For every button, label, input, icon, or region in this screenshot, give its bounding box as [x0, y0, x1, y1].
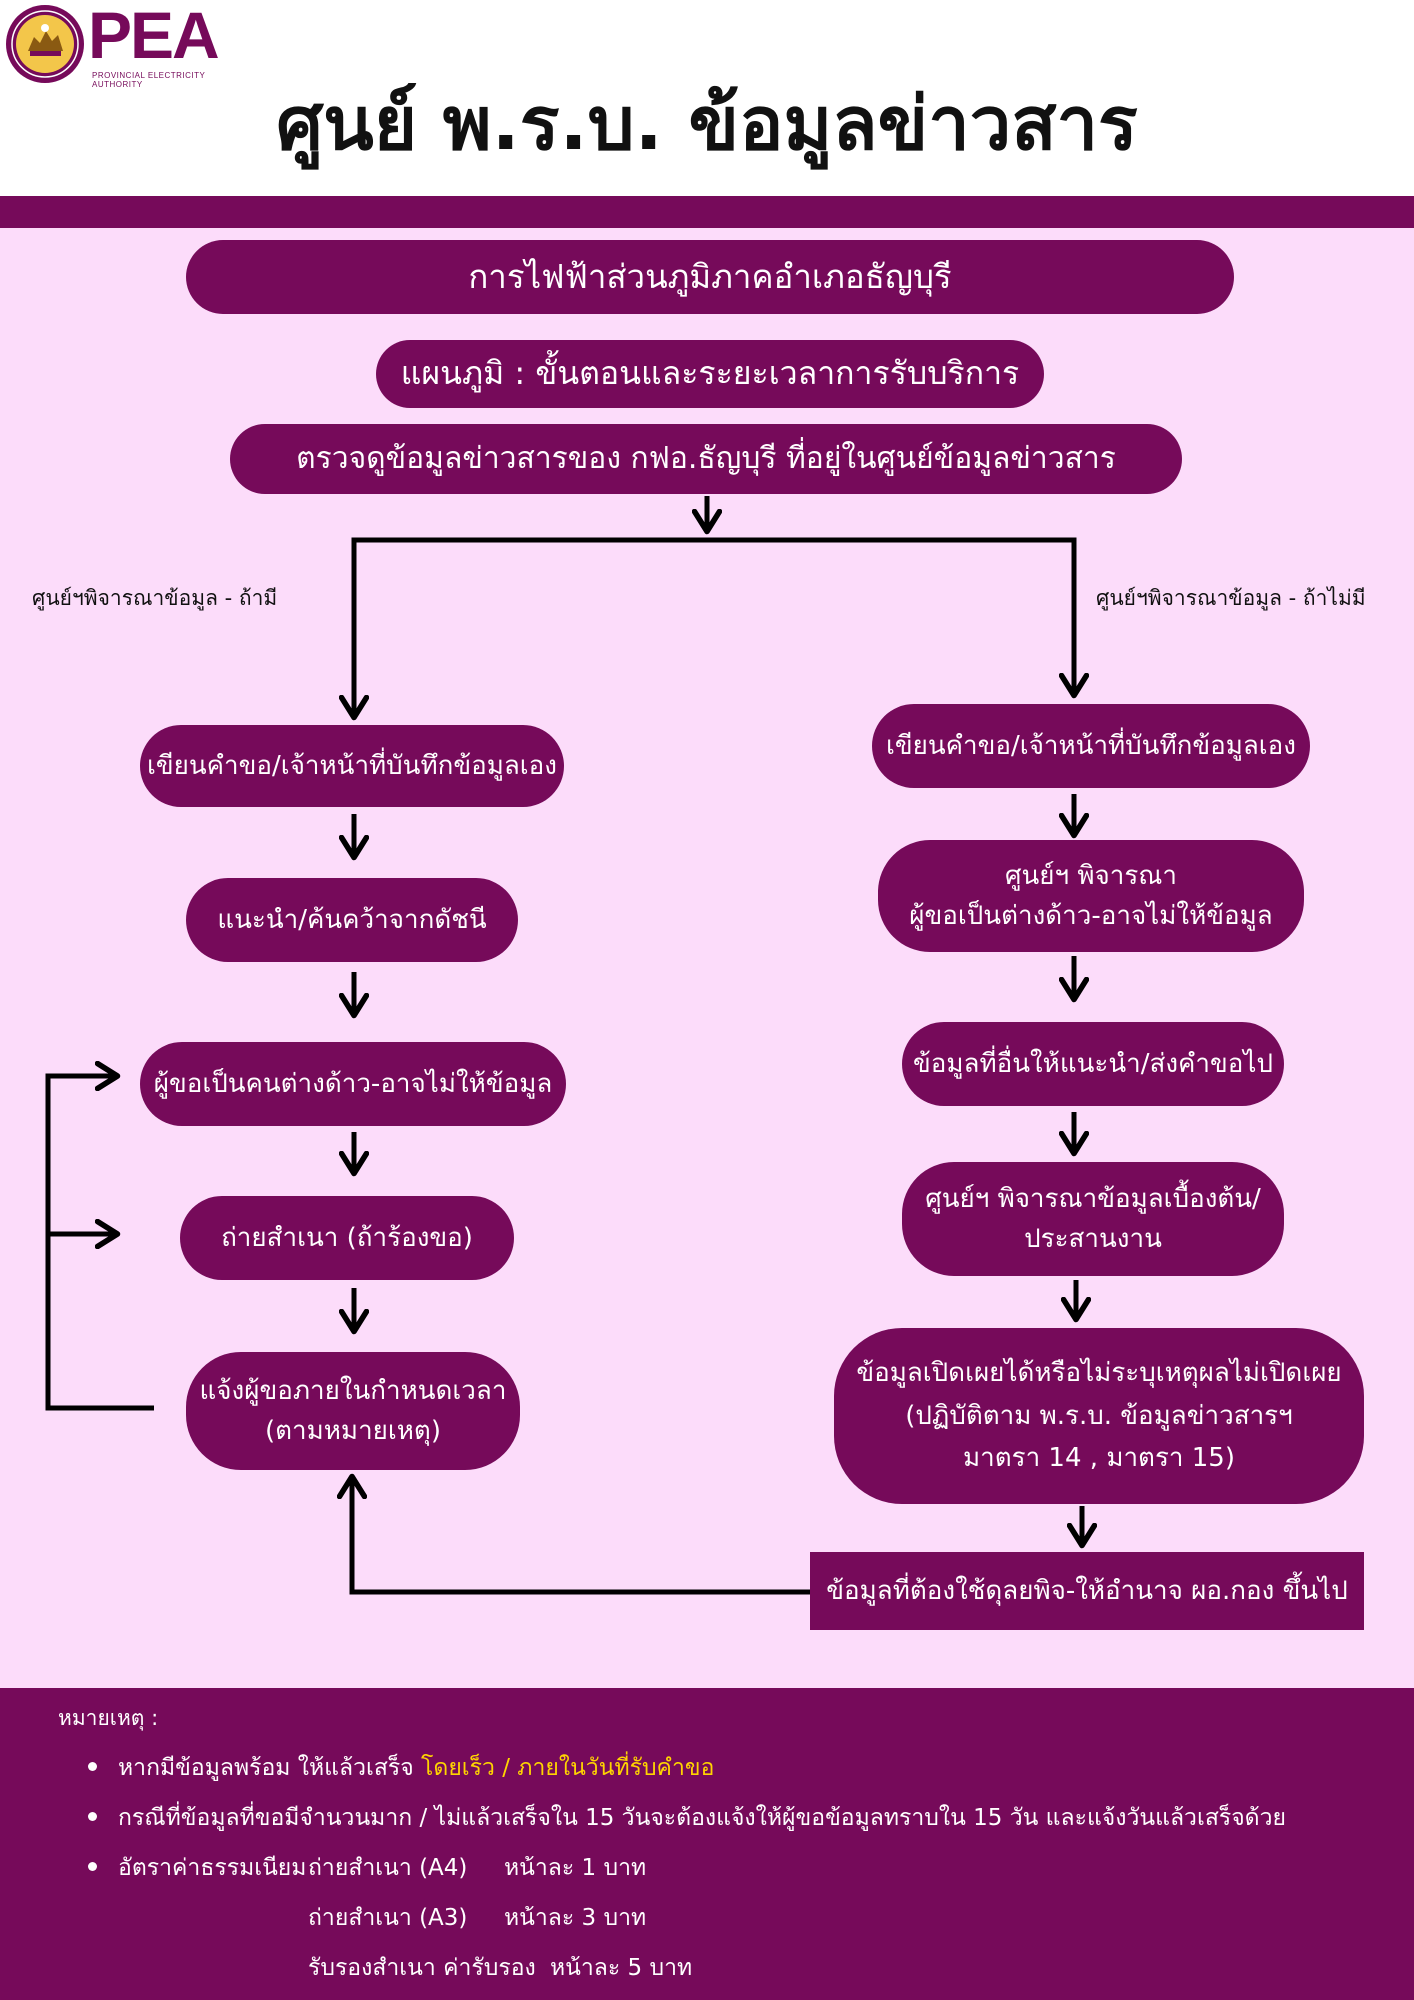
- left-step-copy-text: ถ่ายสำเนา (ถ้าร้องขอ): [221, 1222, 473, 1253]
- right-step-write-text: เขียนคำขอ/เจ้าหน้าที่บันทึกข้อมูลเอง: [886, 730, 1296, 761]
- fee-a3-label: ถ่ายสำเนา (A3): [308, 1905, 468, 1931]
- left-step-write: เขียนคำขอ/เจ้าหน้าที่บันทึกข้อมูลเอง: [140, 725, 564, 807]
- fee-a4-label: ถ่ายสำเนา (A4): [308, 1855, 468, 1881]
- notes-panel: [0, 1688, 1414, 2000]
- chart-subtitle-text: แผนภูมิ : ขั้นตอนและระยะเวลาการรับบริการ: [400, 354, 1020, 393]
- note-item-1: หากมีข้อมูลพร้อม ให้แล้วเสร็จ โดยเร็ว / …: [118, 1750, 714, 1786]
- right-step-preliminary: ศูนย์ฯ พิจารณาข้อมูลเบื้องต้น/ ประสานงาน: [902, 1162, 1284, 1276]
- note-item-2: กรณีที่ข้อมูลที่ขอมีจำนวนมาก / ไม่แล้วเส…: [118, 1805, 1287, 1831]
- right-step-discretion: ข้อมูลที่ต้องใช้ดุลยพิจ-ให้อำนาจ ผอ.กอง …: [810, 1552, 1364, 1630]
- right-step-disclose-line2: (ปฏิบัติตาม พ.ร.บ. ข้อมูลข่าวสารฯ: [905, 1400, 1293, 1431]
- right-step-write: เขียนคำขอ/เจ้าหน้าที่บันทึกข้อมูลเอง: [872, 704, 1310, 788]
- right-step-discretion-text: ข้อมูลที่ต้องใช้ดุลยพิจ-ให้อำนาจ ผอ.กอง …: [826, 1575, 1348, 1606]
- fee-a3-value: หน้าละ 3 บาท: [504, 1905, 647, 1931]
- left-step-advise: แนะนำ/ค้นคว้าจากดัชนี: [186, 878, 518, 962]
- pea-seal-icon: [6, 5, 84, 83]
- right-step-disclose: ข้อมูลเปิดเผยได้หรือไม่ระบุเหตุผลไม่เปิด…: [834, 1328, 1364, 1504]
- start-step-text: ตรวจดูข้อมูลข่าวสารของ กฟอ.ธัญบุรี ที่อย…: [296, 440, 1116, 476]
- left-step-notify-line1: แจ้งผู้ขอภายในกำหนดเวลา: [199, 1375, 507, 1406]
- fee-intro: อัตราค่าธรรมเนียม: [118, 1855, 307, 1881]
- left-branch-label: ศูนย์ฯพิจารณาข้อมูล - ถ้ามี: [32, 586, 278, 610]
- fee-cert-label: รับรองสำเนา ค่ารับรอง: [308, 1955, 536, 1981]
- right-step-consider: ศูนย์ฯ พิจารณา ผู้ขอเป็นต่างด้าว-อาจไม่ใ…: [878, 840, 1304, 952]
- left-step-advise-text: แนะนำ/ค้นคว้าจากดัชนี: [217, 904, 487, 935]
- right-branch-label: ศูนย์ฯพิจารณาข้อมูล - ถ้าไม่มี: [1096, 586, 1366, 610]
- bullet-icon: [88, 1762, 97, 1771]
- right-step-preliminary-line2: ประสานงาน: [1024, 1224, 1162, 1254]
- pea-logo: PEA PROVINCIAL ELECTRICITY AUTHORITY: [4, 0, 244, 89]
- left-step-foreigner: ผู้ขอเป็นคนต่างด้าว-อาจไม่ให้ข้อมูล: [140, 1042, 566, 1126]
- logo-text: PEA: [88, 0, 220, 72]
- page-title: ศูนย์ พ.ร.บ. ข้อมูลข่าวสาร: [276, 81, 1138, 167]
- header-bar: [0, 196, 1414, 228]
- right-step-disclose-line3: มาตรา 14 , มาตรา 15): [962, 1443, 1235, 1474]
- logo-subtitle: PROVINCIAL ELECTRICITY AUTHORITY: [92, 71, 206, 89]
- left-step-write-text: เขียนคำขอ/เจ้าหน้าที่บันทึกข้อมูลเอง: [147, 750, 557, 781]
- chart-subtitle: แผนภูมิ : ขั้นตอนและระยะเวลาการรับบริการ: [376, 340, 1044, 408]
- left-step-copy: ถ่ายสำเนา (ถ้าร้องขอ): [180, 1196, 514, 1280]
- left-step-notify-line2: (ตามหมายเหตุ): [265, 1416, 441, 1446]
- right-step-other-text: ข้อมูลที่อื่นให้แนะนำ/ส่งคำขอไป: [913, 1048, 1273, 1079]
- bullet-icon: [88, 1862, 97, 1871]
- office-name: การไฟฟ้าส่วนภูมิภาคอำเภอธัญบุรี: [468, 257, 952, 297]
- fee-cert-value: หน้าละ 5 บาท: [550, 1955, 693, 1981]
- right-step-consider-line1: ศูนย์ฯ พิจารณา: [1004, 860, 1178, 891]
- fee-a4-value: หน้าละ 1 บาท: [504, 1855, 647, 1881]
- right-step-consider-line2: ผู้ขอเป็นต่างด้าว-อาจไม่ให้ข้อมูล: [909, 901, 1273, 931]
- start-step: ตรวจดูข้อมูลข่าวสารของ กฟอ.ธัญบุรี ที่อย…: [230, 424, 1182, 494]
- bullet-icon: [88, 1812, 97, 1821]
- office-banner: การไฟฟ้าส่วนภูมิภาคอำเภอธัญบุรี: [186, 240, 1234, 314]
- right-step-disclose-line1: ข้อมูลเปิดเผยได้หรือไม่ระบุเหตุผลไม่เปิด…: [856, 1357, 1342, 1388]
- right-step-preliminary-line1: ศูนย์ฯ พิจารณาข้อมูลเบื้องต้น/: [925, 1183, 1261, 1214]
- header: PEA PROVINCIAL ELECTRICITY AUTHORITY ศูน…: [0, 0, 1414, 196]
- notes-title: หมายเหตุ :: [58, 1706, 159, 1730]
- note-item-1-highlight: โดยเร็ว / ภายในวันที่รับคำขอ: [421, 1755, 715, 1781]
- left-step-notify: แจ้งผู้ขอภายในกำหนดเวลา (ตามหมายเหตุ): [186, 1352, 520, 1470]
- note-item-1-text: หากมีข้อมูลพร้อม ให้แล้วเสร็จ: [118, 1755, 422, 1781]
- left-step-foreigner-text: ผู้ขอเป็นคนต่างด้าว-อาจไม่ให้ข้อมูล: [153, 1068, 553, 1099]
- right-step-other: ข้อมูลที่อื่นให้แนะนำ/ส่งคำขอไป: [902, 1022, 1284, 1106]
